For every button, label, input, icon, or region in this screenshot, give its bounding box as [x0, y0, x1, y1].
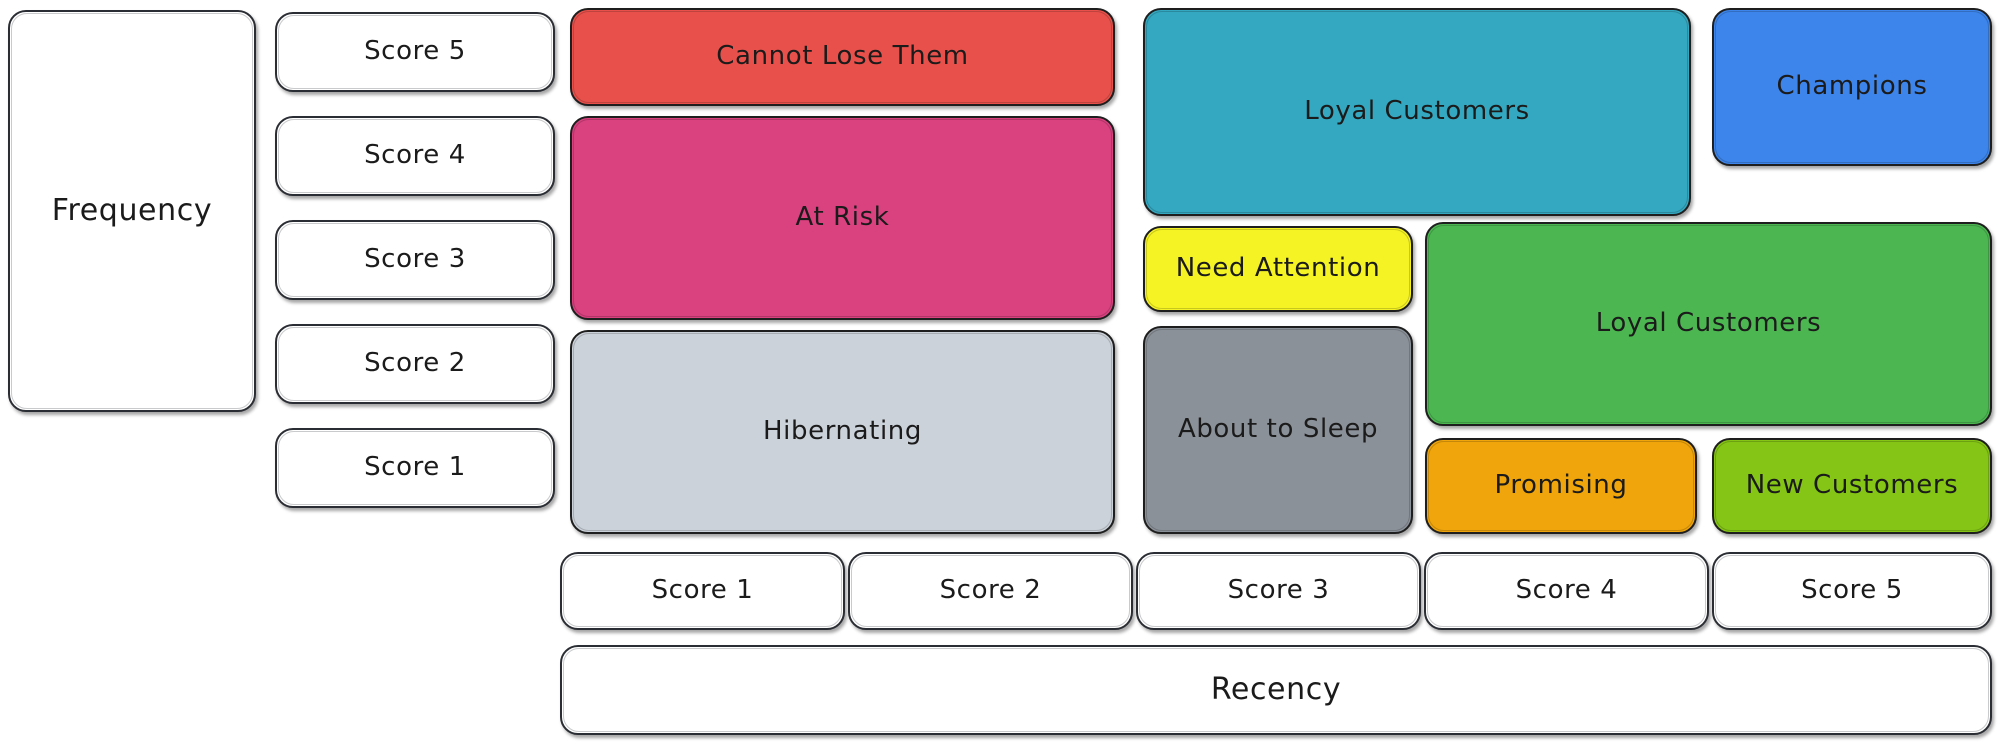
segment-cannot-lose-them-label: Cannot Lose Them [716, 41, 969, 72]
frequency-score-3: Score 3 [275, 220, 555, 300]
frequency-score-2-label: Score 2 [364, 348, 466, 379]
segment-need-attention: Need Attention [1143, 226, 1413, 312]
segment-hibernating: Hibernating [570, 330, 1115, 534]
segment-loyal-customers-top: Loyal Customers [1143, 8, 1691, 216]
recency-score-3: Score 3 [1136, 552, 1421, 630]
recency-axis-label-box: Recency [560, 645, 1992, 735]
segment-need-attention-label: Need Attention [1175, 253, 1381, 284]
segment-new-customers-label: New Customers [1745, 470, 1959, 501]
segment-loyal-customers-right: Loyal Customers [1425, 222, 1992, 426]
segment-about-to-sleep-label: About to Sleep [1177, 414, 1379, 445]
frequency-score-1: Score 1 [275, 428, 555, 508]
segment-hibernating-label: Hibernating [763, 416, 922, 447]
segment-promising-label: Promising [1494, 470, 1628, 501]
frequency-score-2: Score 2 [275, 324, 555, 404]
frequency-axis-label-box: Frequency [8, 10, 256, 412]
recency-score-4-label: Score 4 [1515, 575, 1618, 606]
segment-at-risk-label: At Risk [795, 202, 890, 233]
segment-at-risk: At Risk [570, 116, 1115, 320]
segment-cannot-lose-them: Cannot Lose Them [570, 8, 1115, 106]
recency-score-3-label: Score 3 [1227, 575, 1330, 606]
frequency-axis-label: Frequency [51, 192, 213, 228]
frequency-score-4: Score 4 [275, 116, 555, 196]
segment-promising: Promising [1425, 438, 1697, 534]
recency-score-1: Score 1 [560, 552, 845, 630]
recency-score-2: Score 2 [848, 552, 1133, 630]
frequency-score-5: Score 5 [275, 12, 555, 92]
segment-champions-label: Champions [1776, 71, 1928, 102]
segment-loyal-customers-right-label: Loyal Customers [1595, 308, 1822, 339]
segment-new-customers: New Customers [1712, 438, 1992, 534]
segment-about-to-sleep: About to Sleep [1143, 326, 1413, 534]
recency-score-1-label: Score 1 [651, 575, 754, 606]
recency-axis-label: Recency [1210, 671, 1342, 707]
frequency-score-4-label: Score 4 [364, 140, 466, 171]
recency-score-5-label: Score 5 [1801, 575, 1903, 606]
segment-loyal-customers-top-label: Loyal Customers [1304, 96, 1530, 127]
frequency-score-3-label: Score 3 [364, 244, 466, 275]
recency-score-4: Score 4 [1424, 552, 1709, 630]
recency-score-2-label: Score 2 [939, 575, 1042, 606]
recency-score-5: Score 5 [1712, 552, 1992, 630]
frequency-score-5-label: Score 5 [364, 36, 466, 67]
segment-champions: Champions [1712, 8, 1992, 166]
frequency-score-1-label: Score 1 [364, 452, 466, 483]
